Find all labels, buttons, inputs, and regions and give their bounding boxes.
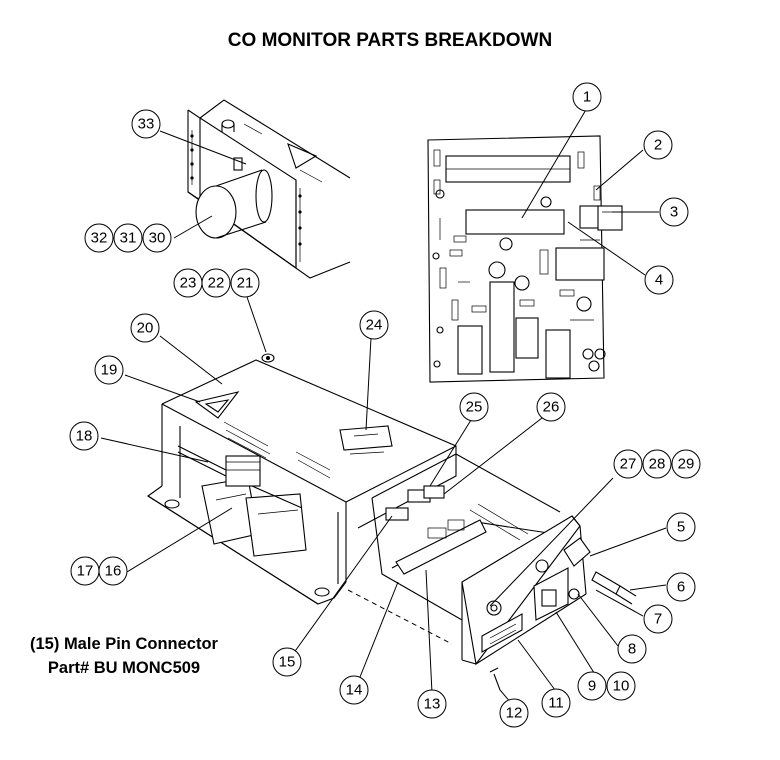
callout-20-label: 20 [137,320,154,337]
callout-7: 7 [643,604,673,634]
callout-16-label: 16 [105,563,122,580]
callout-13: 13 [417,689,447,719]
callout-15-label: 15 [279,654,296,671]
page-title: CO MONITOR PARTS BREAKDOWN [227,30,553,51]
callout-24-label: 24 [366,317,383,334]
callout-6-label: 6 [677,579,685,596]
callout-21: 21 [230,268,260,298]
callout-10-label: 10 [613,678,630,695]
callout-29-label: 29 [678,456,695,473]
callout-17-label: 17 [77,563,94,580]
callout-16: 16 [98,556,128,586]
part-note-line-2: Part# BU MONC509 [47,659,201,677]
callout-32: 32 [84,223,114,253]
callout-14-label: 14 [346,682,363,699]
callout-3-label: 3 [670,204,678,221]
callout-23: 23 [173,268,203,298]
callout-4: 4 [644,265,674,295]
end-panel [461,515,637,691]
callout-19: 19 [94,355,124,385]
callout-25-label: 25 [466,399,483,416]
callout-5-label: 5 [677,519,685,536]
callout-5: 5 [666,512,696,542]
callout-27-label: 27 [620,456,637,473]
callout-23-label: 23 [180,275,197,292]
callout-1-label: 1 [583,89,591,106]
callout-28: 28 [642,449,672,479]
callout-33-label: 33 [138,116,155,133]
callout-4-label: 4 [655,272,663,289]
internal-board-assembly [347,453,569,645]
callout-25: 25 [459,392,489,422]
callout-8-label: 8 [628,641,636,658]
callout-30: 30 [142,223,172,253]
callout-9: 9 [577,671,607,701]
callout-28-label: 28 [649,456,666,473]
callout-11-label: 11 [548,695,564,712]
callout-12-label: 12 [506,705,523,722]
enclosure-housing [147,353,457,605]
callout-6: 6 [666,572,696,602]
callout-33: 33 [131,109,161,139]
callout-2: 2 [643,130,673,160]
leader-lines [100,107,667,705]
callout-20: 20 [130,313,160,343]
callout-11: 11 [541,688,571,718]
callout-9-label: 9 [588,678,596,695]
callout-8: 8 [617,634,647,664]
callout-26: 26 [536,392,566,422]
callout-31-label: 31 [120,230,137,247]
callout-26-label: 26 [543,399,560,416]
callout-32-label: 32 [91,230,108,247]
callout-14: 14 [339,675,369,705]
callout-1: 1 [572,82,602,112]
callout-7-label: 7 [654,611,662,628]
callout-19-label: 19 [101,362,118,379]
callout-22-label: 22 [208,275,225,292]
battery-bracket-detail [187,99,351,279]
circuit-board [427,135,623,383]
callout-12: 12 [499,698,529,728]
callout-24: 24 [359,310,389,340]
callout-2-label: 2 [654,137,662,154]
part-note: (15) Male Pin Connector Part# BU MONC509 [8,632,240,680]
callout-3: 3 [659,197,689,227]
callout-30-label: 30 [149,230,166,247]
callout-22: 22 [201,268,231,298]
callout-31: 31 [113,223,143,253]
callout-27: 27 [613,449,643,479]
part-note-line-1: (15) Male Pin Connector [30,635,218,653]
callout-17: 17 [70,556,100,586]
callout-10: 10 [606,671,636,701]
callout-18: 18 [69,421,99,451]
callout-18-label: 18 [76,428,93,445]
callout-13-label: 13 [424,696,441,713]
callout-15: 15 [272,647,302,677]
callout-21-label: 21 [237,275,254,292]
callout-29: 29 [671,449,701,479]
